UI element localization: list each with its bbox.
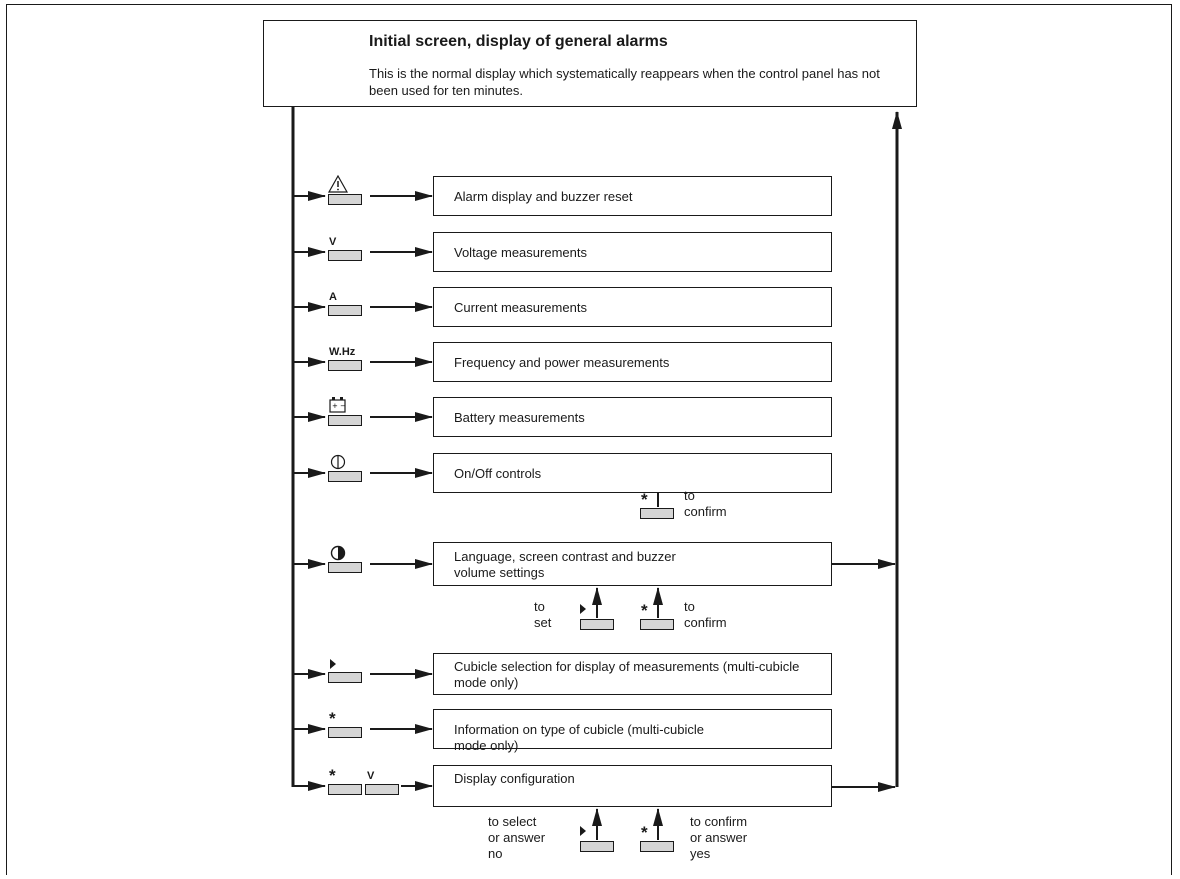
menu-box-1: Voltage measurements bbox=[433, 232, 832, 272]
config-select-key[interactable] bbox=[580, 841, 614, 852]
key-button-7[interactable] bbox=[328, 672, 362, 683]
settings-confirm-key[interactable] bbox=[640, 619, 674, 630]
key-button-4[interactable] bbox=[328, 415, 362, 426]
key-button-3[interactable] bbox=[328, 360, 362, 371]
menu-box-label: Information on type of cubicle (multi-cu… bbox=[454, 722, 705, 753]
key-symbol: V bbox=[329, 236, 337, 248]
settings-confirm-key-symbol: * bbox=[641, 601, 648, 620]
onoff-confirm-key-symbol: * bbox=[641, 490, 648, 509]
menu-box-label: Voltage measurements bbox=[454, 245, 587, 260]
key-symbol: * bbox=[329, 709, 336, 728]
key-button-8[interactable] bbox=[328, 727, 362, 738]
key-symbol-v: V bbox=[367, 770, 375, 782]
key-button-5[interactable] bbox=[328, 471, 362, 482]
menu-box-7: Cubicle selection for display of measure… bbox=[433, 653, 832, 695]
key-button-2[interactable] bbox=[328, 305, 362, 316]
key-symbol: A bbox=[329, 291, 337, 303]
menu-box-label: Frequency and power measurements bbox=[454, 355, 670, 370]
onoff-confirm-note: to confirm bbox=[684, 488, 727, 519]
key-button-9-1[interactable] bbox=[365, 784, 399, 795]
menu-box-label: Alarm display and buzzer reset bbox=[454, 189, 633, 204]
warning-triangle-icon bbox=[327, 175, 349, 193]
key-symbol-star: * bbox=[329, 766, 336, 785]
config-select-key-triangle-icon bbox=[580, 826, 586, 836]
menu-box-label: On/Off controls bbox=[454, 466, 542, 481]
key-symbol: W.Hz bbox=[329, 346, 356, 358]
svg-text:+ −: + − bbox=[332, 402, 346, 410]
onoff-confirm-key[interactable] bbox=[640, 508, 674, 519]
settings-set-key[interactable] bbox=[580, 619, 614, 630]
menu-box-label: Battery measurements bbox=[454, 410, 585, 425]
menu-box-5: On/Off controls bbox=[433, 453, 832, 493]
key-button-1[interactable] bbox=[328, 250, 362, 261]
menu-box-label: Current measurements bbox=[454, 300, 587, 315]
config-confirm-key-symbol: * bbox=[641, 823, 648, 842]
menu-box-4: Battery measurements bbox=[433, 397, 832, 437]
power-onoff-icon bbox=[330, 454, 346, 470]
menu-box-label: Display configuration bbox=[454, 771, 575, 786]
config-confirm-key[interactable] bbox=[640, 841, 674, 852]
menu-box-label: Cubicle selection for display of measure… bbox=[454, 659, 800, 690]
settings-set-note: to set bbox=[534, 599, 552, 630]
menu-box-0: Alarm display and buzzer reset bbox=[433, 176, 832, 216]
arrow-right-triangle-icon bbox=[330, 659, 336, 669]
config-confirm-note: to confirm or answer yes bbox=[690, 814, 748, 861]
initial-screen-title: Initial screen, display of general alarm… bbox=[369, 33, 668, 50]
menu-box-label: Language, screen contrast and buzzer vol… bbox=[454, 549, 676, 580]
initial-screen-description: This is the normal display which systema… bbox=[369, 66, 880, 98]
settings-confirm-note: to confirm bbox=[684, 599, 727, 630]
menu-box-8: Information on type of cubicle (multi-cu… bbox=[433, 709, 832, 753]
settings-set-key-triangle-icon bbox=[580, 604, 586, 614]
contrast-icon bbox=[330, 545, 346, 561]
initial-screen-box: Initial screen, display of general alarm… bbox=[263, 20, 917, 107]
key-button-9-0[interactable] bbox=[328, 784, 362, 795]
config-select-note: to select or answer no bbox=[488, 814, 546, 861]
menu-box-2: Current measurements bbox=[433, 287, 832, 327]
menu-box-6: Language, screen contrast and buzzer vol… bbox=[433, 542, 832, 586]
battery-icon: + − bbox=[329, 397, 346, 413]
key-button-6[interactable] bbox=[328, 562, 362, 573]
menu-box-3: Frequency and power measurements bbox=[433, 342, 832, 382]
diagram-frame bbox=[6, 4, 1172, 875]
key-button-0[interactable] bbox=[328, 194, 362, 205]
menu-box-9: Display configuration bbox=[433, 765, 832, 807]
